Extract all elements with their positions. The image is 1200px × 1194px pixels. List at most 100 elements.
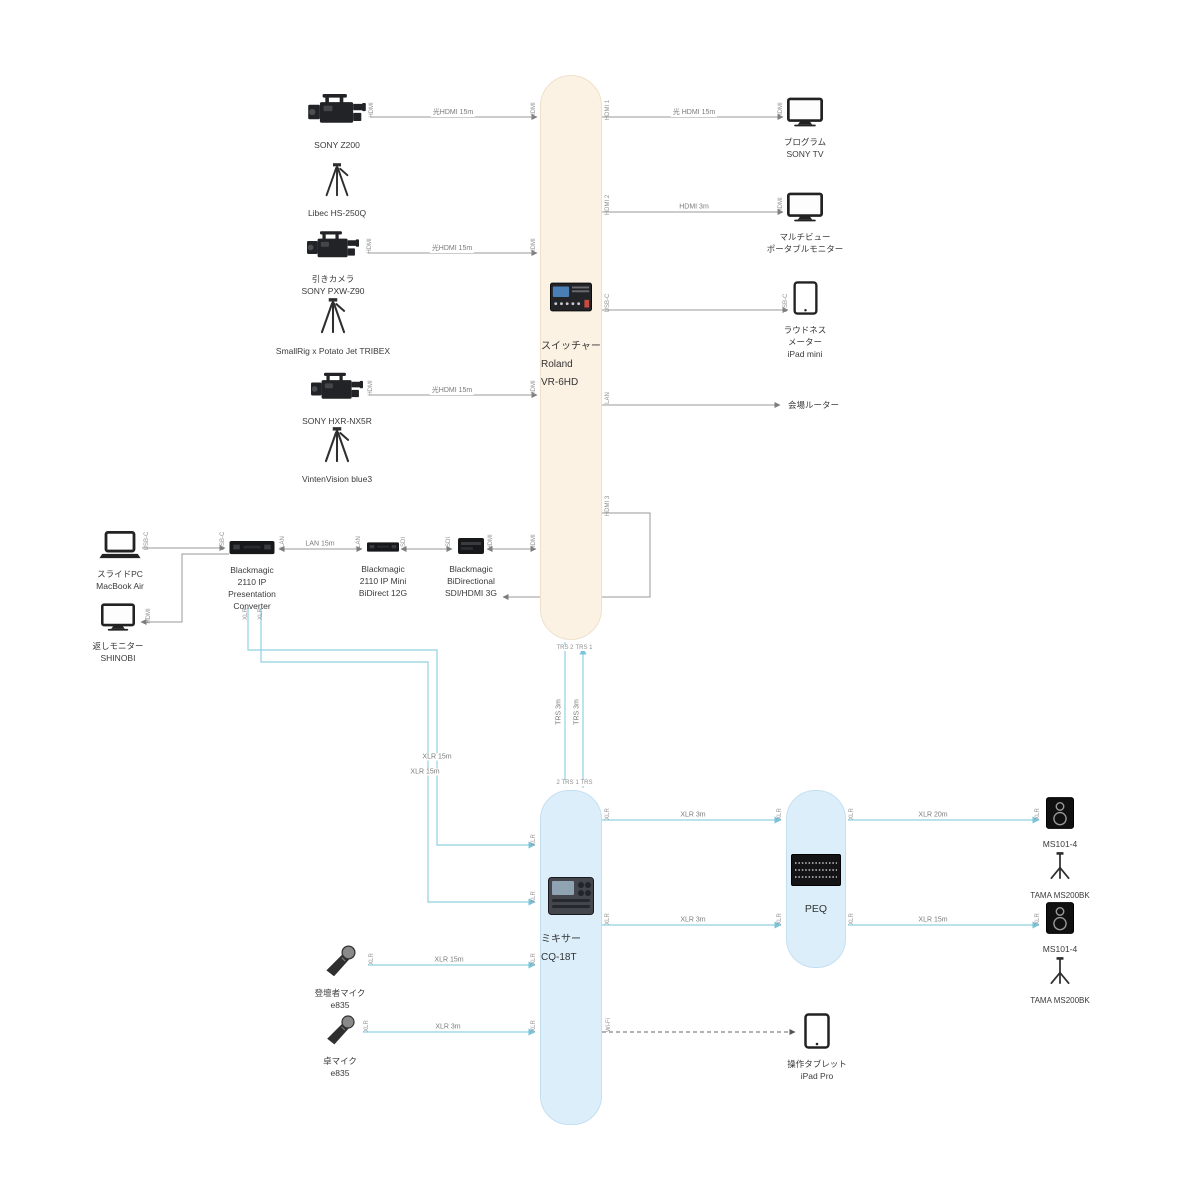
node-label: Blackmagic: [230, 565, 274, 575]
node-sony-hxr-nx5r: SONY HXR-NX5R: [287, 372, 387, 427]
node-label: BiDirect 12G: [358, 588, 408, 598]
port-label: XLR: [605, 913, 611, 925]
port-label: XLR: [258, 608, 264, 620]
port-label: Wi-Fi: [606, 1018, 612, 1032]
edge-label-cam2: 光HDMI 15m: [429, 243, 475, 253]
node-label: SONY HXR-NX5R: [302, 416, 372, 426]
speaker-stand-icon: [1047, 956, 1073, 986]
node-stand-bottom: TAMA MS200BK: [1020, 956, 1100, 1007]
microphone-icon: [323, 1014, 357, 1046]
cq18t-device-icon: [548, 877, 594, 915]
node-label: TAMA MS200BK: [1030, 996, 1090, 1005]
monitor-icon: [101, 603, 135, 631]
port-label: HDMI: [488, 534, 494, 550]
node-label: VintenVision blue3: [301, 474, 373, 484]
port-label: HDMI: [778, 102, 784, 118]
node-label: iPad Pro: [800, 1071, 834, 1081]
tripod-icon: [316, 296, 350, 336]
port-label: XLR: [777, 808, 783, 820]
converter-device-icon: [367, 540, 399, 554]
laptop-icon: [99, 531, 141, 559]
edge-converter-audio1-to-mixer: [247, 608, 536, 849]
node-label: e835: [330, 1068, 350, 1078]
edge-label-cam3: 光HDMI 15m: [429, 385, 475, 395]
node-vinten-vision-blue3: VintenVision blue3: [297, 426, 377, 485]
node-tribex-tripod: SmallRig x Potato Jet TRIBEX: [273, 296, 393, 357]
node-label: マルチビュー: [779, 232, 831, 242]
port-label: XLR: [369, 953, 375, 965]
node-label: 引きカメラ: [311, 274, 355, 284]
port-label: SDI: [401, 536, 407, 548]
node-return-monitor-shinobi: 返しモニター SHINOBI: [80, 603, 156, 664]
node-venue-router: 会場ルーター: [788, 399, 878, 411]
mixer-box: ミキサー CQ-18T: [540, 790, 602, 1125]
converter-device-icon: [458, 538, 484, 554]
peq-box: PEQ: [786, 790, 846, 968]
port-label: XLR: [243, 608, 249, 620]
camcorder-icon: [307, 231, 359, 264]
peq-label: PEQ: [804, 903, 828, 915]
node-label: SONY PXW-Z90: [301, 286, 365, 296]
edge-label-lan: LAN 15m: [303, 540, 337, 548]
node-program-tv: プログラム SONY TV: [765, 97, 845, 160]
edge-label-peq-sp2: XLR 15m: [916, 916, 950, 924]
node-label: スライドPC: [97, 569, 143, 579]
node-label: 2110 IP: [237, 577, 267, 587]
node-multiview-monitor: マルチビュー ポータブルモニター: [757, 192, 853, 255]
node-loudness-ipad-mini: ラウドネス メーター iPad mini: [770, 281, 840, 360]
edge-label-program: 光 HDMI 15m: [670, 107, 718, 117]
port-label: TRS 2: [555, 645, 575, 651]
node-label: 会場ルーター: [788, 400, 840, 410]
port-label: HDMI: [531, 102, 537, 118]
edge-label-mix-peq2: XLR 3m: [678, 916, 708, 924]
node-control-tablet-ipad-pro: 操作タブレット iPad Pro: [777, 1013, 857, 1082]
edge-label-conv-mix1: XLR 15m: [420, 753, 454, 761]
port-label: USB-C: [783, 293, 789, 313]
tablet-icon: [804, 1013, 830, 1049]
port-label: 2 TRS: [555, 780, 575, 786]
roland-vr6hd-device-icon: [550, 282, 592, 312]
edge-converter-audio2-to-mixer: [260, 608, 536, 906]
port-label: HDMI 3: [605, 495, 611, 517]
node-label: TAMA MS200BK: [1030, 891, 1090, 900]
node-label: MacBook Air: [96, 581, 144, 591]
node-bm-2110-ip-mini: Blackmagic 2110 IP Mini BiDirect 12G: [345, 540, 421, 599]
speaker-icon: [1046, 797, 1074, 829]
node-speaker-top: MS101-4: [1020, 797, 1100, 850]
port-label: USB-C: [144, 531, 150, 551]
port-label: XLR: [849, 913, 855, 925]
port-label: HDMI: [367, 238, 373, 254]
port-label: HDMI: [531, 534, 537, 550]
node-sony-pxw-z90: 引きカメラ SONY PXW-Z90: [283, 231, 383, 297]
switcher-model: VR-6HD: [541, 377, 579, 388]
port-label: LAN: [280, 536, 286, 548]
switcher-brand: Roland: [541, 359, 573, 370]
node-libec-hs250q: Libec HS-250Q: [297, 162, 377, 219]
monitor-icon: [787, 97, 823, 127]
port-label: USB-C: [605, 293, 611, 313]
port-label: HDMI 1: [605, 99, 611, 121]
node-label: iPad mini: [787, 349, 823, 359]
port-label: HDMI: [146, 608, 152, 624]
node-label: SmallRig x Potato Jet TRIBEX: [275, 346, 391, 356]
port-label: HDMI: [368, 380, 374, 396]
edge-label-mix-peq1: XLR 3m: [678, 811, 708, 819]
mixer-label: ミキサー: [541, 934, 581, 945]
port-label: LAN: [605, 392, 611, 404]
node-bm-bidirectional: Blackmagic BiDirectional SDI/HDMI 3G: [433, 538, 509, 599]
node-label: Blackmagic: [361, 564, 405, 574]
node-label: BiDirectional: [447, 576, 495, 586]
node-stand-top: TAMA MS200BK: [1020, 851, 1100, 902]
node-label: SONY TV: [786, 149, 824, 159]
node-label: MS101-4: [1042, 944, 1078, 954]
node-sony-z200: SONY Z200: [287, 94, 387, 151]
port-label: XLR: [531, 891, 537, 903]
port-label: XLR: [605, 808, 611, 820]
port-label: XLR: [1035, 808, 1041, 820]
edge-label-peq-sp1: XLR 20m: [916, 811, 950, 819]
node-desk-mic: 卓マイク e835: [300, 1014, 380, 1079]
edge-label-conv-mix2: XLR 15m: [408, 768, 442, 776]
node-label: Libec HS-250Q: [307, 208, 367, 218]
